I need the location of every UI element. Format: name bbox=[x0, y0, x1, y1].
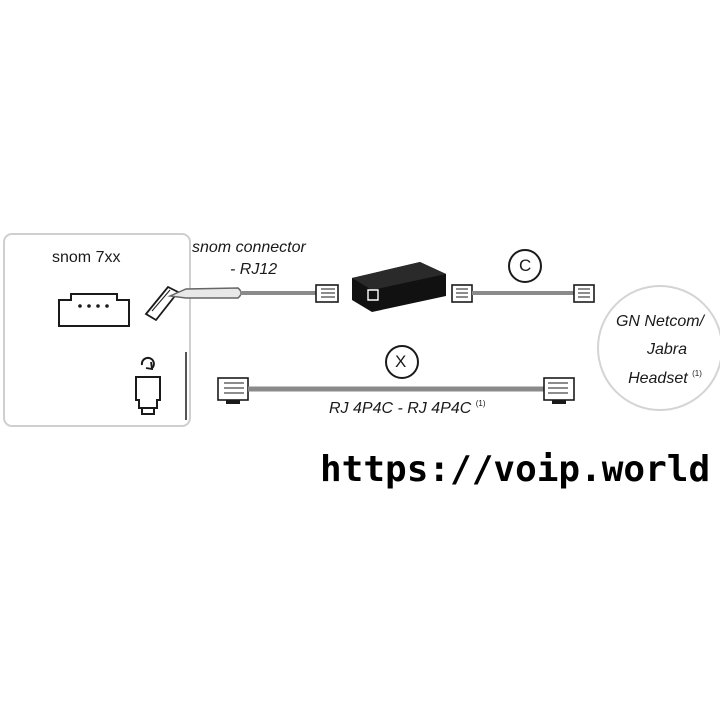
handset-port-icon bbox=[135, 376, 161, 415]
rj12-plug bbox=[315, 284, 339, 303]
rj-plug-right-c bbox=[573, 284, 595, 303]
headset-label-text: Headset bbox=[628, 370, 688, 387]
rj-cable-footnote: (1) bbox=[475, 399, 486, 408]
rj-cable-text: RJ 4P4C - RJ 4P4C bbox=[329, 400, 472, 417]
handset-symbol-icon bbox=[140, 356, 155, 371]
snom-connector-plug bbox=[144, 285, 242, 322]
footer-url[interactable]: https://voip.world bbox=[320, 449, 711, 490]
cable-c-marker bbox=[508, 249, 542, 283]
headset-label-line3: Headset (1) bbox=[610, 370, 720, 387]
rj-plug-right-x bbox=[543, 377, 575, 404]
headset-port-icon bbox=[58, 293, 130, 327]
rj-plug-left-x bbox=[217, 377, 249, 404]
phone-model-label: snom 7xx bbox=[52, 249, 121, 266]
cable-x-label: X bbox=[395, 352, 407, 371]
cable-x-marker bbox=[385, 345, 419, 379]
snom-connector-type-label: - RJ12 bbox=[230, 261, 278, 278]
headset-label-line2: Jabra bbox=[646, 341, 688, 358]
rj-cable-label: RJ 4P4C - RJ 4P4C (1) bbox=[329, 400, 486, 417]
headset-label-line1: GN Netcom/ bbox=[615, 313, 704, 330]
headset-footnote: (1) bbox=[692, 369, 702, 378]
headset-circle bbox=[597, 285, 720, 411]
adapter-box bbox=[352, 262, 446, 312]
snom-connector-label: snom connector bbox=[192, 239, 306, 256]
cable-c-label: C bbox=[519, 256, 532, 275]
rj-plug-left-c bbox=[451, 284, 473, 303]
